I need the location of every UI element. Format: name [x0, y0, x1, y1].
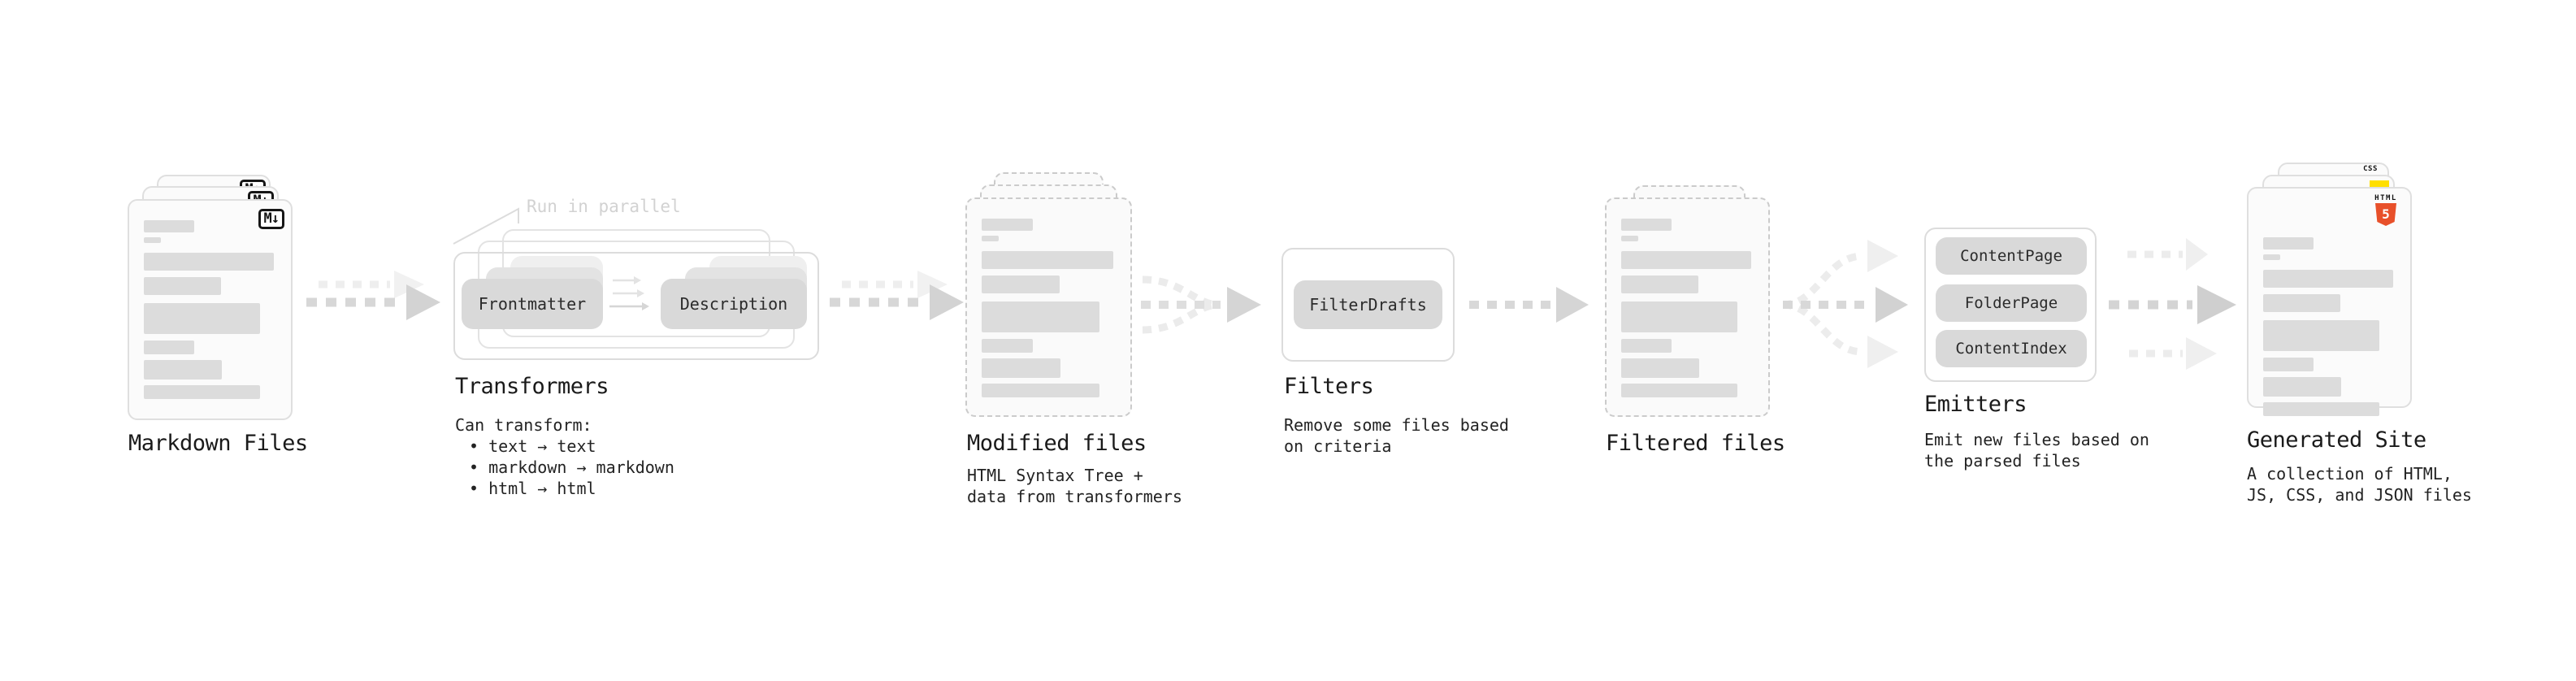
modified-sub-line-1: HTML Syntax Tree +: [967, 466, 1143, 485]
arrow-filters-to-filtered: [1469, 287, 1589, 323]
annotation-leader-line: [453, 207, 519, 245]
placeholder-text-bar: [2263, 358, 2314, 371]
placeholder-text-bar: [2263, 320, 2380, 351]
placeholder-text-bar: [144, 360, 223, 380]
placeholder-text-bar: [2263, 402, 2380, 416]
placeholder-text-bar: [2263, 270, 2393, 288]
arrow-modified-to-filters-merge: [1141, 275, 1261, 334]
placeholder-text-bar: [2263, 294, 2340, 312]
placeholder-text-bar: [982, 251, 1113, 269]
placeholder-text-bar: [2263, 254, 2281, 260]
emitters-description: Emit new files based on the parsed files: [1924, 429, 2149, 471]
javascript-icon: [2370, 180, 2389, 188]
stage-title-filters: Filters: [1284, 374, 1374, 399]
frontmatter-pill: Frontmatter: [462, 279, 603, 329]
placeholder-text-bar: [1621, 251, 1751, 269]
transformers-bullet-1: • text → text: [469, 436, 596, 456]
arrow-filtered-to-emitters-fanout: [1782, 240, 1908, 368]
placeholder-text-bar: [1621, 219, 1672, 231]
html5-icon: HTML 5: [2366, 194, 2405, 226]
placeholder-text-bar: [982, 275, 1060, 293]
placeholder-text-bar: [982, 384, 1100, 397]
markdown-icon: M↓: [258, 209, 284, 229]
placeholder-text-bar: [2263, 377, 2342, 397]
html5-icon-number: 5: [2382, 206, 2390, 222]
placeholder-text-bar: [1621, 339, 1672, 353]
placeholder-text-bar: [144, 220, 194, 232]
placeholder-text-bar: [982, 339, 1033, 353]
file-content-placeholder: [982, 219, 1116, 397]
markdown-file-card-front: M↓: [128, 199, 293, 420]
css-badge-label: CSS: [2363, 165, 2378, 173]
placeholder-text-bar: [144, 303, 261, 334]
placeholder-text-bar: [982, 358, 1061, 378]
filters-sub-line-1: Remove some files based: [1284, 415, 1509, 435]
placeholder-text-bar: [982, 236, 1000, 241]
generated-sub-line-1: A collection of HTML,: [2247, 464, 2452, 484]
generated-sub-line-2: JS, CSS, and JSON files: [2247, 485, 2472, 505]
modified-sub-line-2: data from transformers: [967, 487, 1182, 506]
stage-title-transformers: Transformers: [455, 374, 609, 399]
placeholder-text-bar: [2263, 237, 2314, 249]
placeholder-text-bar: [1621, 275, 1698, 293]
stage-title-filtered-files: Filtered files: [1606, 431, 1785, 456]
run-in-parallel-annotation: Run in parallel: [527, 197, 681, 216]
stage-title-markdown-files: Markdown Files: [128, 431, 308, 456]
transformers-sub-heading: Can transform:: [455, 415, 592, 435]
placeholder-text-bar: [1621, 384, 1738, 397]
placeholder-text-bar: [1621, 236, 1639, 241]
filterdrafts-pill: FilterDrafts: [1294, 280, 1442, 329]
modified-files-description: HTML Syntax Tree + data from transformer…: [967, 465, 1182, 507]
modified-file-card-front: [965, 197, 1132, 417]
file-content-placeholder: [144, 220, 276, 399]
parallel-run-arrows-icon: [609, 276, 649, 310]
placeholder-text-bar: [144, 277, 221, 295]
stage-title-emitters: Emitters: [1924, 392, 2027, 417]
arrow-transformers-to-modified: [830, 271, 964, 320]
placeholder-text-bar: [144, 237, 162, 243]
filters-description: Remove some files based on criteria: [1284, 414, 1509, 457]
generated-file-card-front: HTML 5: [2247, 187, 2412, 416]
placeholder-text-bar: [982, 219, 1033, 231]
file-content-placeholder: [2263, 237, 2396, 416]
emitters-box: [1924, 228, 2097, 382]
emitters-sub-line-2: the parsed files: [1924, 451, 2081, 471]
placeholder-text-bar: [144, 253, 274, 271]
placeholder-text-bar: [144, 385, 261, 399]
generated-site-description: A collection of HTML, JS, CSS, and JSON …: [2247, 463, 2472, 505]
description-pill: Description: [661, 279, 807, 329]
placeholder-text-bar: [982, 301, 1100, 332]
stage-title-generated-site: Generated Site: [2247, 427, 2426, 453]
html5-icon-label: HTML: [2374, 194, 2397, 202]
placeholder-text-bar: [1621, 301, 1738, 332]
placeholder-text-bar: [1621, 358, 1700, 378]
arrow-emitters-to-generated: [2109, 238, 2236, 370]
transformer-box-front: [453, 252, 819, 360]
contentpage-pill: ContentPage: [1936, 237, 2087, 275]
arrow-markdown-to-transformers: [306, 271, 440, 320]
file-content-placeholder: [1621, 219, 1754, 397]
transformers-bullet-2: • markdown → markdown: [469, 458, 674, 477]
filtered-file-card-front: [1605, 197, 1770, 417]
filters-box: [1281, 248, 1455, 362]
emitters-sub-line-1: Emit new files based on: [1924, 430, 2149, 449]
filters-sub-line-2: on criteria: [1284, 436, 1392, 456]
transformers-description: Can transform: • text → text • markdown …: [455, 414, 674, 499]
folderpage-pill: FolderPage: [1936, 284, 2087, 322]
transformers-bullet-3: • html → html: [469, 479, 596, 498]
contentindex-pill: ContentIndex: [1936, 330, 2087, 367]
stage-title-modified-files: Modified files: [967, 431, 1147, 456]
placeholder-text-bar: [144, 340, 194, 354]
html5-icon-shield: 5: [2375, 203, 2396, 226]
